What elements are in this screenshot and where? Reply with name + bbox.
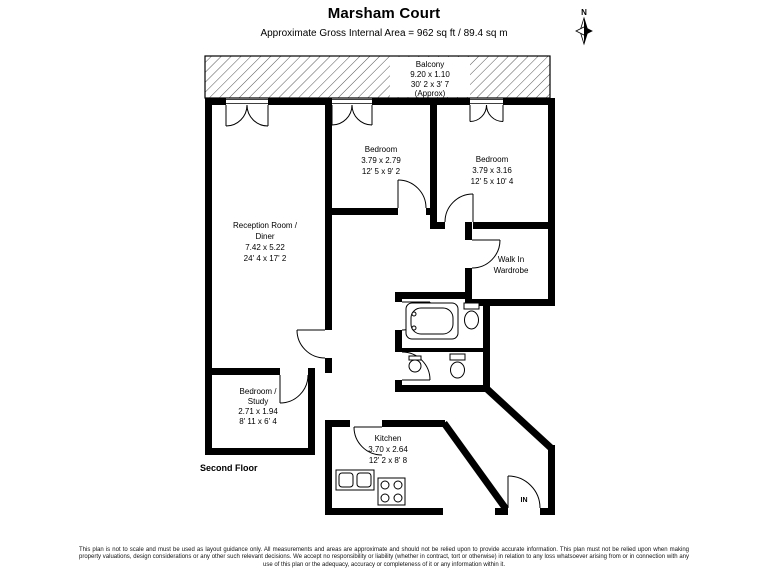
floor-label: Second Floor bbox=[200, 463, 258, 473]
kitchen-metric: 3.70 x 2.64 bbox=[368, 445, 408, 454]
disclaimer: This plan is not to scale and must be us… bbox=[79, 547, 689, 570]
bedroom-right-name: Bedroom bbox=[476, 155, 509, 164]
wardrobe-name-2: Wardrobe bbox=[494, 266, 529, 275]
kitchen-diagonal-wall bbox=[441, 420, 509, 512]
balcony-note: (Approx) bbox=[415, 89, 446, 98]
balcony-imperial: 30' 2 x 3' 7 bbox=[411, 80, 450, 89]
study-metric: 2.71 x 1.94 bbox=[238, 407, 278, 416]
walls bbox=[205, 98, 555, 515]
study-imperial: 8' 11 x 6' 4 bbox=[239, 417, 277, 426]
toilet-icon bbox=[463, 302, 480, 310]
balcony-metric: 9.20 x 1.10 bbox=[410, 70, 450, 79]
bedroom-mid-metric: 3.79 x 2.79 bbox=[361, 156, 401, 165]
kitchen-imperial: 12' 2 x 8' 8 bbox=[369, 456, 408, 465]
compass: N bbox=[575, 8, 593, 46]
wardrobe-name-1: Walk In bbox=[498, 255, 524, 264]
balcony-area: Balcony 9.20 x 1.10 30' 2 x 3' 7 (Approx… bbox=[204, 55, 551, 99]
wc-toilet-icon bbox=[449, 353, 466, 361]
bedroom-right-metric: 3.79 x 3.16 bbox=[472, 166, 512, 175]
room-labels: Bedroom 3.79 x 2.79 12' 5 x 9' 2 Bedroom… bbox=[200, 145, 529, 504]
balcony-hatch bbox=[204, 55, 551, 99]
reception-name-2: Diner bbox=[255, 232, 274, 241]
internal-doors bbox=[279, 179, 541, 509]
reception-metric: 7.42 x 5.22 bbox=[245, 243, 285, 252]
balcony-name: Balcony bbox=[416, 60, 444, 69]
bedroom-mid-imperial: 12' 5 x 9' 2 bbox=[362, 167, 401, 176]
balcony-label-box bbox=[390, 57, 470, 97]
balcony-doors bbox=[225, 99, 504, 127]
kitchen-name: Kitchen bbox=[375, 434, 402, 443]
lobby-diagonal-wall bbox=[484, 386, 554, 451]
kitchen-fixtures bbox=[335, 469, 406, 506]
study-name-2: Study bbox=[248, 397, 268, 406]
bathroom-fixtures bbox=[405, 302, 480, 379]
study-name-1: Bedroom / bbox=[240, 387, 278, 396]
bedroom-right-imperial: 12' 5 x 10' 4 bbox=[471, 177, 514, 186]
reception-name-1: Reception Room / bbox=[233, 221, 298, 230]
basin-icon bbox=[408, 359, 422, 373]
page-subtitle: Approximate Gross Internal Area = 962 sq… bbox=[260, 28, 508, 39]
plan-header: Marsham Court Approximate Gross Internal… bbox=[0, 5, 768, 39]
bedroom-mid-name: Bedroom bbox=[365, 145, 398, 154]
disclaimer-text: This plan is not to scale and must be us… bbox=[79, 546, 689, 568]
reception-imperial: 24' 4 x 17' 2 bbox=[244, 254, 287, 263]
page-title: Marsham Court bbox=[327, 5, 441, 22]
compass-north-label: N bbox=[581, 8, 587, 17]
entrance-label: IN bbox=[521, 497, 528, 504]
